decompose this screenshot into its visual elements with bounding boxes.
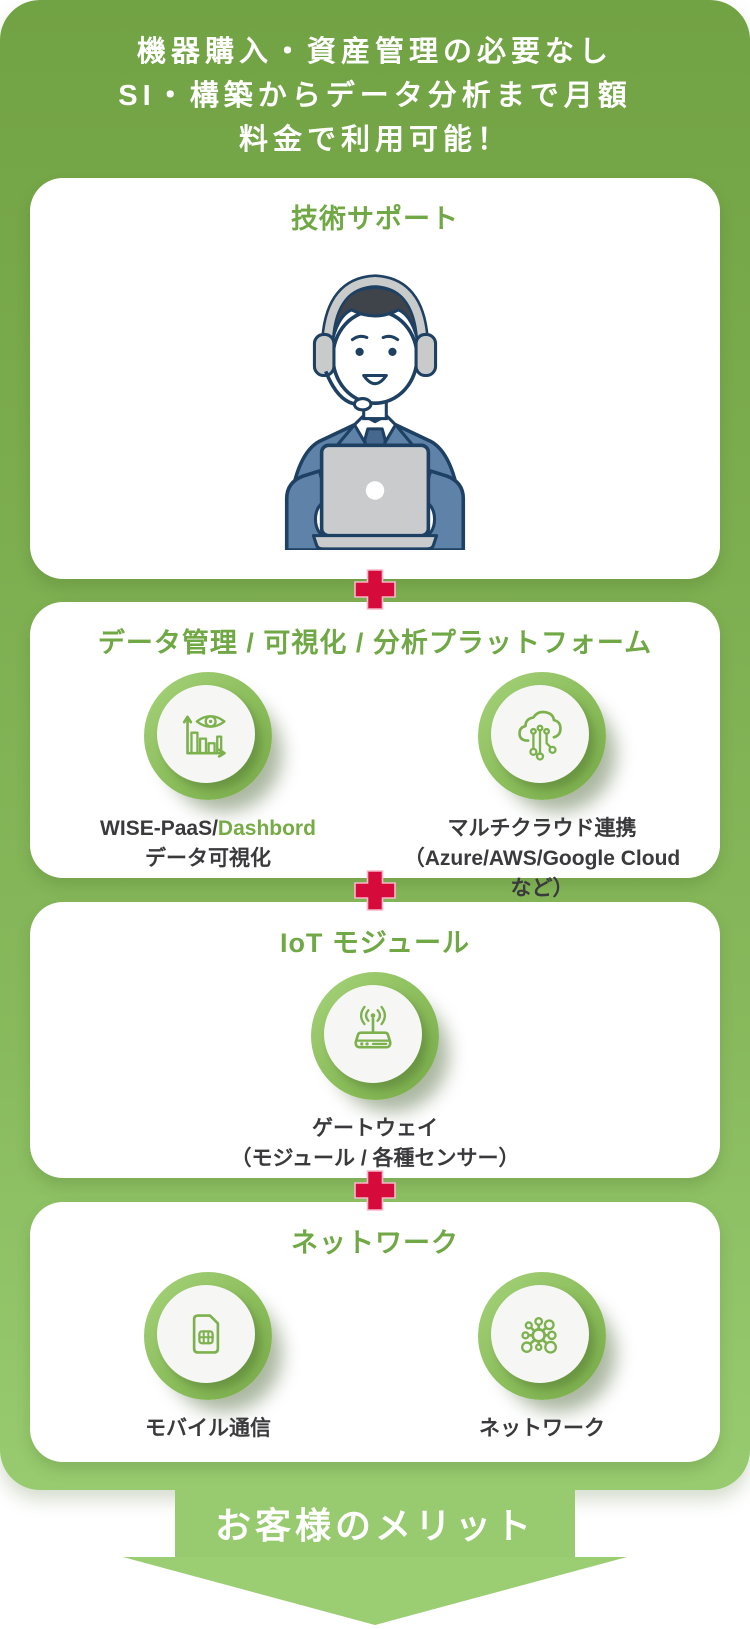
item-wise-paas: WISE-PaaS/Dashbord データ可視化 [58, 672, 358, 904]
sim-card-icon [192, 1314, 220, 1354]
benefits-arrow-head [123, 1557, 627, 1625]
badge-inner [157, 685, 255, 783]
item-gateway: ゲートウェイ （モジュール / 各種センサー） [225, 972, 525, 1174]
header-line-2: SI・構築からデータ分析まで月額 [118, 80, 632, 112]
card-network-items: モバイル通信 [30, 1260, 720, 1444]
label-prefix: WISE-PaaS/ [100, 817, 218, 840]
card-network: ネットワーク モバイル通信 [30, 1202, 720, 1462]
header-line-3: 料金で利用可能！ [238, 124, 511, 156]
card-data-platform-title: データ管理 / 可視化 / 分析プラットフォーム [97, 628, 653, 658]
header-line-1: 機器購入・資産管理の必要なし [136, 36, 613, 68]
support-agent-illustration [284, 274, 466, 550]
item-gateway-sublabel: （モジュール / 各種センサー） [230, 1147, 520, 1170]
plus-icon [354, 870, 396, 911]
card-iot-module-items: ゲートウェイ （モジュール / 各種センサー） [30, 960, 720, 1174]
plus-icon [354, 569, 396, 610]
badge-inner [324, 985, 422, 1083]
card-data-platform-items: WISE-PaaS/Dashbord データ可視化 [30, 660, 720, 904]
item-multi-cloud-sublabel: （Azure/AWS/Google Cloud など） [403, 847, 681, 900]
illustration-wrap [30, 240, 720, 550]
item-network: ネットワーク [392, 1272, 692, 1444]
item-multi-cloud-label: マルチクラウド連携 [447, 817, 637, 840]
iot-gateway-icon [354, 1005, 392, 1049]
item-mobile-label: モバイル通信 [145, 1417, 271, 1440]
benefits-arrow-label: お客様のメリット [214, 1505, 535, 1546]
item-mobile: モバイル通信 [58, 1272, 358, 1444]
item-gateway-label: ゲートウェイ [312, 1117, 438, 1140]
card-iot-module: IoT モジュール [30, 902, 720, 1178]
item-wise-paas-sublabel: データ可視化 [145, 847, 271, 870]
label-accent: Dashbord [217, 817, 316, 840]
badge [144, 672, 272, 800]
header: 機器購入・資産管理の必要なし SI・構築からデータ分析まで月額 料金で利用可能！ [0, 30, 750, 162]
badge [311, 972, 439, 1100]
card-data-platform: データ管理 / 可視化 / 分析プラットフォーム [30, 602, 720, 900]
data-visualization-icon [182, 715, 226, 758]
badge-inner [491, 1285, 589, 1383]
green-background: 機器購入・資産管理の必要なし SI・構築からデータ分析まで月額 料金で利用可能！… [0, 0, 750, 1490]
card-tech-support: 技術サポート [30, 178, 720, 579]
badge-inner [157, 1285, 255, 1383]
card-tech-support-title: 技術サポート [291, 204, 459, 234]
card-network-title: ネットワーク [291, 1228, 459, 1258]
benefits-arrow-neck: お客様のメリット [175, 1488, 575, 1558]
item-multi-cloud: マルチクラウド連携 （Azure/AWS/Google Cloud など） [392, 672, 692, 904]
plus-icon [354, 1170, 396, 1211]
item-network-label: ネットワーク [479, 1417, 605, 1440]
multi-cloud-icon [518, 710, 562, 761]
badge-inner [491, 685, 589, 783]
network-hub-icon [521, 1317, 557, 1354]
card-iot-module-title: IoT モジュール [279, 928, 471, 958]
badge [478, 1272, 606, 1400]
badge [478, 672, 606, 800]
badge [144, 1272, 272, 1400]
item-wise-paas-label: WISE-PaaS/Dashbord [100, 814, 316, 844]
